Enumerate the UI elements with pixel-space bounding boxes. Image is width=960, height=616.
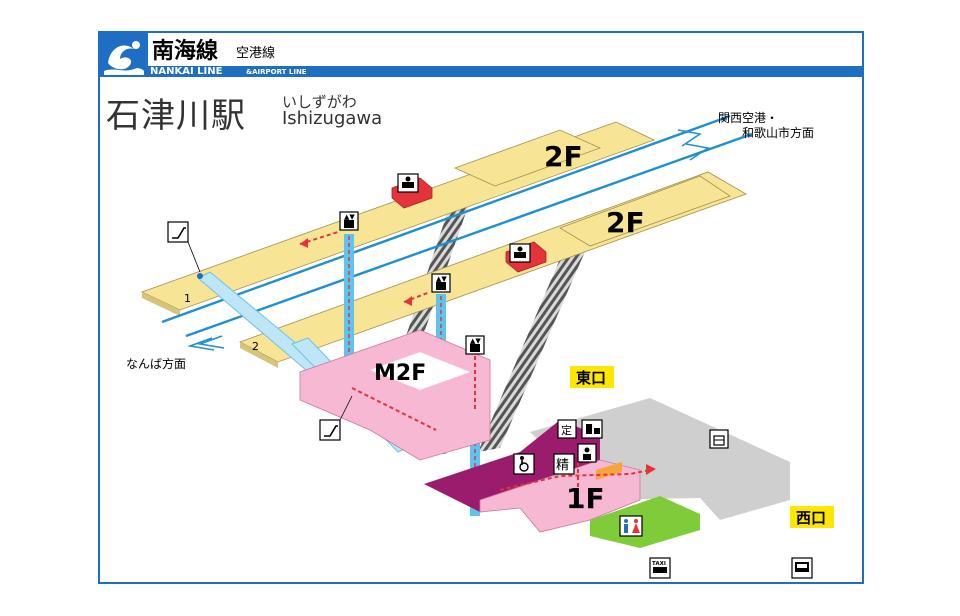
svg-text:▲▼: ▲▼ [344, 213, 355, 221]
toilet-icon [619, 515, 643, 537]
stairs-lower [478, 240, 590, 452]
svg-text:定: 定 [561, 423, 572, 437]
sub-line-name-en: &AIRPORT LINE [246, 68, 307, 76]
exit-west: 西口 [796, 509, 826, 527]
sub-line-name: 空港線 [236, 46, 276, 61]
ticket-machine-icon [581, 419, 603, 439]
station-staff-icon [577, 443, 597, 463]
stairs-upper [398, 178, 478, 360]
svg-text:精: 精 [556, 458, 569, 473]
escalator-icon [167, 221, 201, 273]
elevator-icon: ▲▼ [465, 335, 485, 355]
arrow-airport-2 [685, 143, 710, 161]
locker-icon [709, 429, 729, 449]
fare-adjustment-icon: 精 [553, 453, 575, 475]
floor-label-2f-lower: 2F [606, 206, 645, 239]
station-name-kanji: 石津川駅 [106, 96, 246, 136]
waiting-room-icon [397, 173, 419, 193]
elevator-icon: ▲▼ [431, 273, 451, 293]
arrow-namba-1 [187, 337, 215, 351]
toilet-area [590, 496, 700, 548]
ticket-gate-icon: 定 [557, 419, 577, 439]
svg-text:▲▼: ▲▼ [436, 275, 447, 283]
station-name-kana: いしずがわ [282, 93, 357, 111]
svg-text:▲▼: ▲▼ [470, 337, 481, 345]
line-name-en: NANKAI LINE [150, 66, 223, 77]
direction-airport-line1: 関西空港・ [718, 111, 778, 125]
elevator-icon: ▲▼ [339, 211, 359, 231]
nankai-logo-icon [100, 33, 148, 77]
svg-text:TAXI: TAXI [652, 561, 666, 567]
direction-namba: なんば方面 [126, 356, 186, 371]
platform-number-1: 1 [184, 292, 191, 305]
concourse-1f-dark [424, 420, 600, 512]
arrow-namba-2 [197, 335, 225, 349]
floor-label-m2f: M2F [374, 361, 426, 386]
bus-icon [791, 557, 813, 579]
track-2 [185, 132, 753, 338]
taxi-icon: TAXI [649, 557, 671, 579]
station-name-romaji: Ishizugawa [282, 108, 383, 129]
escalator-icon [319, 395, 353, 441]
direction-airport-line2: 和歌山市方面 [742, 125, 814, 140]
line-name: 南海線 [152, 39, 219, 64]
floor-label-1f: 1F [566, 482, 605, 515]
waiting-room-icon [509, 243, 531, 263]
header-bar [148, 66, 862, 77]
track-1 [161, 114, 731, 324]
exit-east: 東口 [576, 369, 606, 387]
wheelchair-icon [513, 453, 535, 475]
arrow-airport-1 [677, 129, 702, 147]
platform-number-2: 2 [252, 340, 259, 353]
floor-label-2f-upper: 2F [544, 140, 583, 173]
